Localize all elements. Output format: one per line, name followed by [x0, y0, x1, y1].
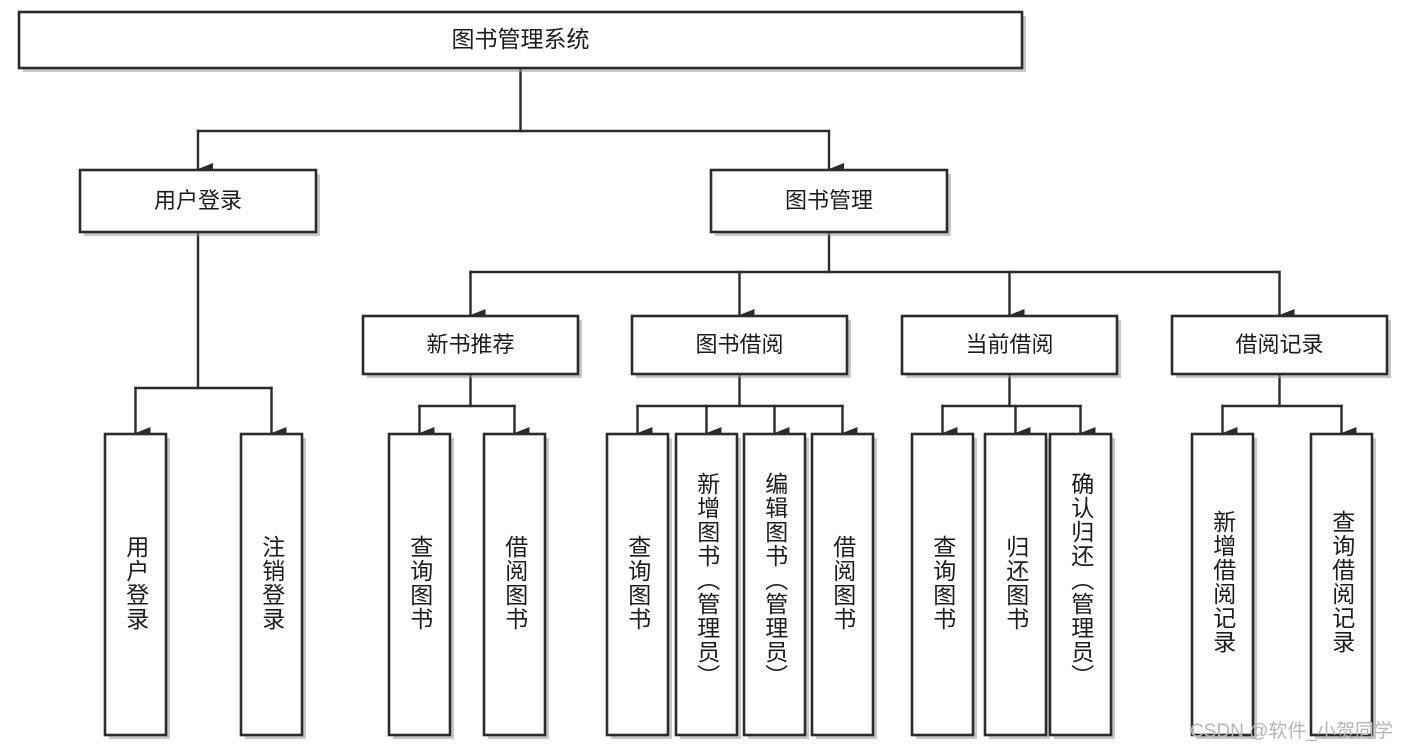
node-label-book-manage: 图书管理: [785, 188, 873, 213]
node-leaf-add-record[interactable]: [1190, 432, 1255, 737]
node-label-root: 图书管理系统: [452, 26, 590, 52]
node-leaf-query-book-2[interactable]: [605, 432, 670, 737]
node-leaf-logout[interactable]: [239, 432, 304, 737]
node-label-user-login: 用户登录: [154, 188, 242, 213]
node-root[interactable]: [17, 10, 1024, 70]
csdn-watermark: CSDN @软件_小贺同学: [1190, 721, 1393, 742]
node-leaf-return-book[interactable]: [983, 432, 1048, 737]
node-leaf-query-book-3[interactable]: [910, 432, 975, 737]
node-borrow-record[interactable]: [1170, 314, 1389, 376]
node-book-manage[interactable]: [709, 168, 949, 234]
node-label-new-book-rec: 新书推荐: [426, 332, 514, 357]
node-leaf-query-record[interactable]: [1309, 432, 1374, 737]
node-book-borrow[interactable]: [630, 314, 849, 376]
node-user-login[interactable]: [78, 168, 318, 234]
node-leaf-user-login[interactable]: [103, 432, 168, 737]
node-new-book-rec[interactable]: [361, 314, 580, 376]
node-current-borrow[interactable]: [900, 314, 1119, 376]
node-leaf-borrow-book-2[interactable]: [810, 432, 875, 737]
node-leaf-borrow-book-1[interactable]: [482, 432, 547, 737]
node-box-layer: [17, 10, 1391, 739]
node-label-borrow-record: 借阅记录: [1235, 332, 1323, 357]
connector-layer: [134, 66, 1357, 439]
node-leaf-query-book-1[interactable]: [387, 432, 452, 737]
node-label-book-borrow: 图书借阅: [695, 332, 783, 357]
node-leaf-edit-book[interactable]: [742, 432, 807, 737]
node-leaf-add-book[interactable]: [674, 432, 739, 737]
node-label-current-borrow: 当前借阅: [965, 332, 1053, 357]
node-leaf-confirm-return[interactable]: [1048, 432, 1113, 737]
